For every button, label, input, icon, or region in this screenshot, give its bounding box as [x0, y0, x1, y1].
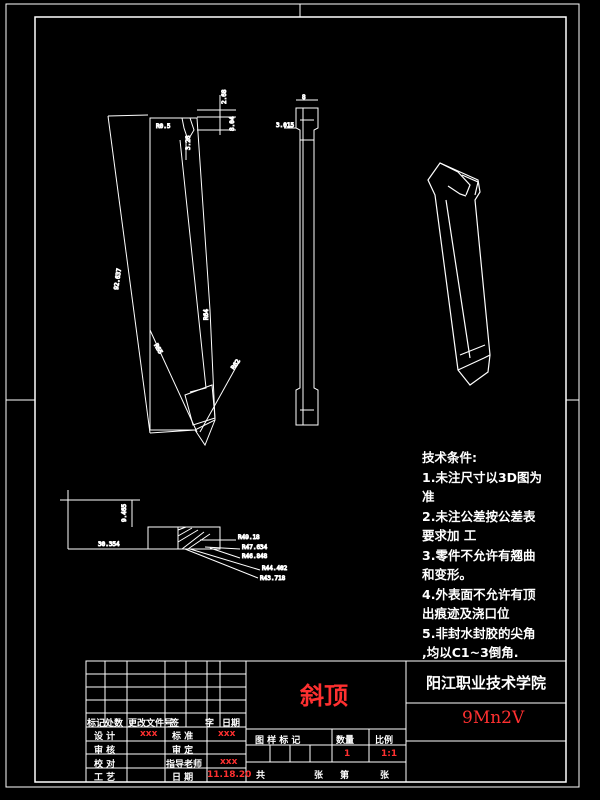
dim-r46848: R46.848 [242, 553, 268, 560]
scale-value: 1:1 [381, 749, 398, 759]
dim-8: 8 [302, 94, 306, 101]
tech-line: 出痕迹及浇口位 [422, 606, 510, 621]
date-label: 日 期 [172, 773, 194, 783]
review-label: 审 核 [94, 746, 116, 756]
dim-r05: R0.5 [156, 123, 171, 130]
sheets-label: 张 [314, 771, 324, 781]
sheet-unit-label: 张 [380, 771, 390, 781]
dim-r47634: R47.634 [242, 544, 268, 551]
bottom-view: 9.465 30.354 R49.18 R47.634 R46.848 R44.… [60, 490, 288, 583]
dim-30354: 30.354 [98, 541, 120, 548]
tech-line: 2.未注公差按公差表 [422, 508, 536, 524]
tech-line: 5.非封水封胶的尖角 [422, 625, 536, 641]
side-view: 8 3.015 [276, 94, 319, 426]
approve-label: 审 定 [172, 746, 194, 756]
qty-value: 1 [344, 749, 351, 759]
total-label: 共 [256, 771, 266, 781]
title-block-grid [85, 660, 567, 783]
header-sign2: 字 [205, 719, 215, 729]
dim-r65: R65 [152, 343, 164, 356]
school-name: 阳江职业技术学院 [426, 674, 547, 692]
dim-804: 8.04 [229, 116, 236, 131]
dim-9465: 9.465 [121, 504, 128, 522]
scale-label: 比例 [375, 736, 394, 746]
dim-r44402: R44.402 [262, 565, 288, 572]
tech-title: 技术条件: [422, 450, 477, 465]
tech-line: 4.外表面不允许有顶 [422, 586, 536, 602]
dim-92637: 92.637 [113, 267, 123, 290]
tech-line: 1.未注尺寸以3D图为 [422, 469, 543, 485]
qty-label: 数量 [336, 736, 355, 746]
tech-line: 要求加 工 [422, 528, 477, 543]
advisor-value: xxx [220, 757, 238, 767]
header-change-doc: 更改文件号 [128, 719, 174, 729]
material: 9Mn2V [462, 708, 525, 728]
main-view: 92.637 R64 R65 R62 2.68 8.04 3.26 R0.5 [107, 89, 243, 447]
header-sign: 签 [170, 719, 180, 729]
dim-326: 3.26 [185, 135, 192, 150]
dim-r64: R64 [203, 309, 210, 320]
drawing-mark-label: 图 样 标 记 [255, 736, 301, 746]
tech-line: 3.零件不允许有翘曲 [422, 547, 536, 563]
check-label: 校 对 [94, 760, 116, 770]
dim-268: 2.68 [221, 89, 228, 104]
dim-3015: 3.015 [276, 122, 294, 129]
advisor-label: 指导老师 [166, 760, 203, 770]
date-value: 11.18.20 [207, 770, 252, 780]
std-label: 标 准 [172, 732, 194, 742]
sheet-no-label: 第 [340, 771, 350, 781]
header-mark: 标记处数 [87, 719, 124, 729]
process-label: 工 艺 [94, 773, 116, 783]
dim-r62: R62 [230, 358, 242, 371]
iso-view [427, 162, 491, 386]
tech-requirements: 技术条件: 1.未注尺寸以3D图为 准 2.未注公差按公差表 要求加 工 3.零… [422, 448, 572, 663]
outer-frame [5, 3, 580, 788]
tech-line: ,均以C1~3倒角. [422, 645, 519, 660]
tech-line: 准 [422, 489, 435, 504]
header-date: 日期 [222, 719, 241, 729]
design-value: xxx [140, 729, 158, 739]
part-name: 斜顶 [300, 681, 348, 710]
design-label: 设 计 [94, 732, 116, 742]
dim-r43718: R43.718 [260, 575, 286, 582]
tech-line: 和变形。 [422, 567, 473, 582]
dim-r4918: R49.18 [238, 534, 260, 541]
std-value: xxx [218, 729, 236, 739]
